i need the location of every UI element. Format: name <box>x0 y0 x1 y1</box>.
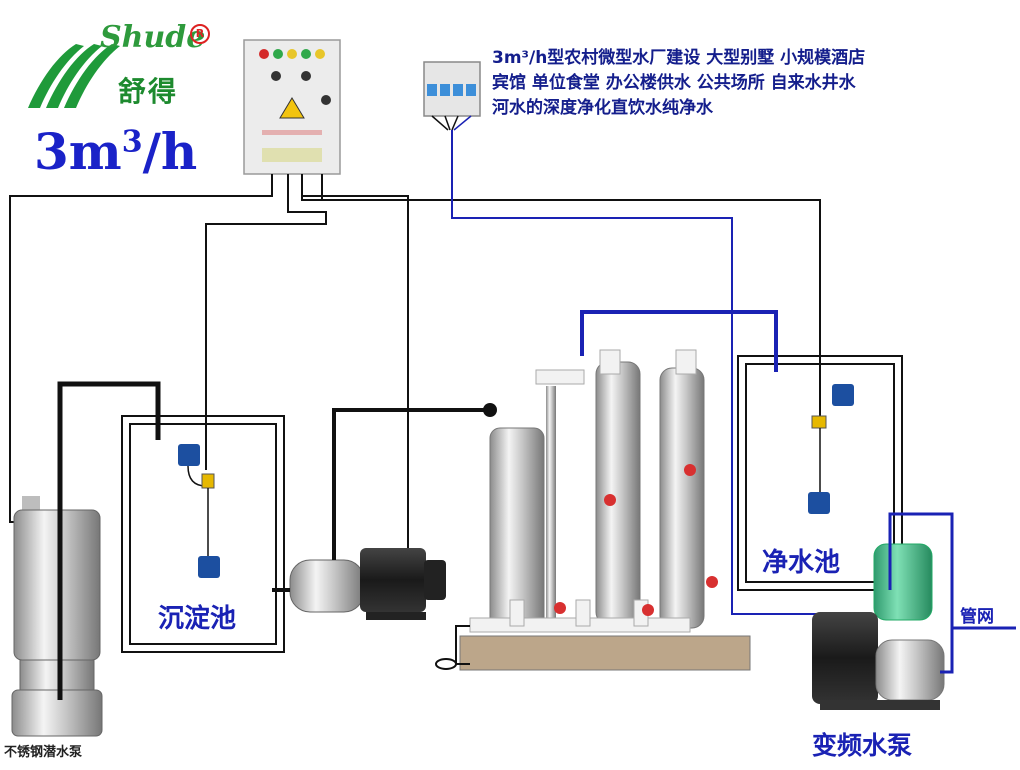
capacity-exponent: 3 <box>122 124 143 159</box>
circuit-breaker <box>424 62 480 130</box>
capacity-unit: /h <box>143 122 198 181</box>
clean-water-tank-label: 净水池 <box>762 542 840 579</box>
inlet-fitting-icon <box>483 403 497 417</box>
pipe-network-label: 管网 <box>960 602 994 627</box>
selector-switch <box>271 71 281 81</box>
indicator-light <box>273 49 283 59</box>
float-switch-sedimentation <box>178 444 220 578</box>
centrifugal-pump-icon <box>290 548 446 620</box>
control-box <box>244 40 340 186</box>
submersible-pump-icon <box>12 496 102 736</box>
filtration-unit-icon <box>460 350 750 670</box>
brand-chinese-name: 舒得 <box>118 70 178 110</box>
float-switch-clean-tank <box>808 384 854 514</box>
sedimentation-tank-label: 沉淀池 <box>158 598 236 635</box>
description-line: 3m³/h型农村微型水厂建设 大型别墅 小规模酒店 <box>492 46 1012 71</box>
vfd-pump-label: 变频水泵 <box>812 726 912 762</box>
submersible-pump-label: 不锈钢潜水泵 <box>4 741 82 760</box>
brand-latin-name: Shude <box>100 20 205 55</box>
indicator-light <box>315 49 325 59</box>
selector-switch <box>321 95 331 105</box>
pump-to-filter-pipe <box>334 410 488 560</box>
registered-mark: R <box>190 24 210 44</box>
valve-icon <box>642 604 654 616</box>
capacity-value: 3m <box>34 122 122 181</box>
indicator-light <box>259 49 269 59</box>
valve-icon <box>604 494 616 506</box>
valve-icon <box>684 464 696 476</box>
description-text: 3m³/h型农村微型水厂建设 大型别墅 小规模酒店 宾馆 单位食堂 办公楼供水 … <box>492 46 1012 121</box>
capacity-label: 3m3/h <box>34 122 197 181</box>
drain-outlet <box>436 659 456 669</box>
description-line: 河水的深度净化直饮水纯净水 <box>492 96 1012 121</box>
valve-icon <box>706 576 718 588</box>
selector-switch <box>301 71 311 81</box>
description-line: 宾馆 单位食堂 办公楼供水 公共场所 自来水井水 <box>492 71 1012 96</box>
indicator-light <box>287 49 297 59</box>
indicator-light <box>301 49 311 59</box>
valve-icon <box>554 602 566 614</box>
